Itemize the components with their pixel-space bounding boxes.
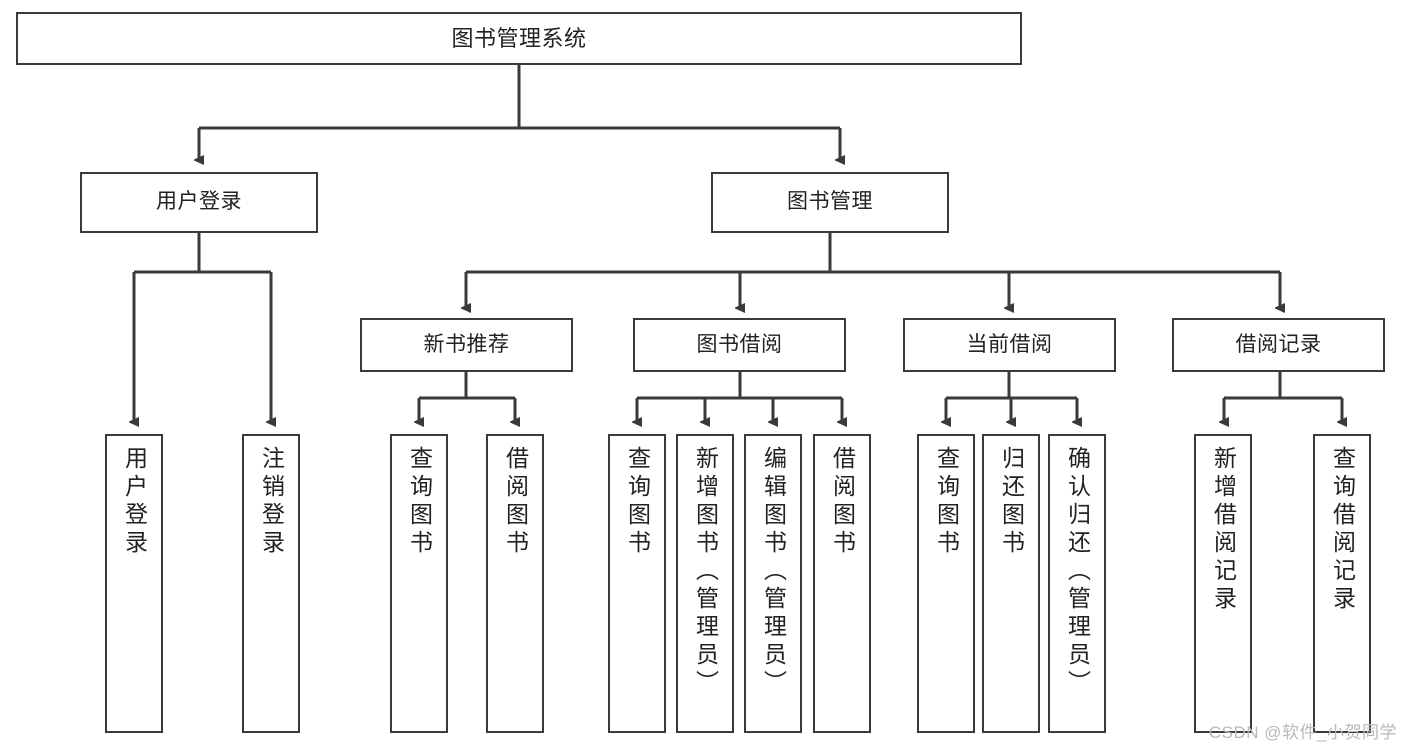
node-leaf-query-book-1[interactable]: 查询图书: [390, 434, 448, 733]
node-leaf-borrow-book-2-label: 借阅图书: [829, 446, 856, 558]
node-leaf-borrow-book-1-label: 借阅图书: [502, 446, 529, 558]
node-user-login[interactable]: 用户登录: [80, 172, 318, 233]
node-leaf-return-book-label: 归还图书: [998, 446, 1025, 558]
node-leaf-confirm-return[interactable]: 确认归还（管理员）: [1048, 434, 1106, 733]
node-leaf-return-book[interactable]: 归还图书: [982, 434, 1040, 733]
node-leaf-borrow-book-2[interactable]: 借阅图书: [813, 434, 871, 733]
node-leaf-user-login[interactable]: 用户登录: [105, 434, 163, 733]
node-book-manage-label: 图书管理: [787, 190, 873, 214]
node-book-borrow[interactable]: 图书借阅: [633, 318, 846, 372]
node-leaf-query-record[interactable]: 查询借阅记录: [1313, 434, 1371, 733]
node-leaf-add-book-label: 新增图书（管理员）: [692, 446, 719, 698]
node-leaf-add-record-label: 新增借阅记录: [1210, 446, 1237, 614]
node-leaf-query-book-2-label: 查询图书: [624, 446, 651, 558]
node-user-login-label: 用户登录: [156, 190, 242, 214]
node-borrow-record-label: 借阅记录: [1235, 332, 1322, 356]
node-borrow-record[interactable]: 借阅记录: [1172, 318, 1385, 372]
node-root[interactable]: 图书管理系统: [16, 12, 1022, 65]
node-book-borrow-label: 图书借阅: [696, 332, 783, 356]
node-leaf-query-record-label: 查询借阅记录: [1329, 446, 1356, 614]
node-leaf-query-book-3[interactable]: 查询图书: [917, 434, 975, 733]
node-leaf-user-login-label: 用户登录: [121, 446, 148, 558]
node-current-borrow[interactable]: 当前借阅: [903, 318, 1116, 372]
node-root-label: 图书管理系统: [451, 25, 587, 51]
node-new-book-recommend[interactable]: 新书推荐: [360, 318, 573, 372]
node-current-borrow-label: 当前借阅: [966, 332, 1053, 356]
node-leaf-query-book-1-label: 查询图书: [406, 446, 433, 558]
node-leaf-add-record[interactable]: 新增借阅记录: [1194, 434, 1252, 733]
node-new-book-recommend-label: 新书推荐: [423, 332, 510, 356]
node-leaf-user-logout[interactable]: 注销登录: [242, 434, 300, 733]
csdn-watermark: CSDN @软件_小贺同学: [1208, 723, 1397, 742]
node-leaf-add-book[interactable]: 新增图书（管理员）: [676, 434, 734, 733]
node-leaf-confirm-return-label: 确认归还（管理员）: [1064, 446, 1091, 698]
node-leaf-edit-book[interactable]: 编辑图书（管理员）: [744, 434, 802, 733]
node-leaf-query-book-3-label: 查询图书: [933, 446, 960, 558]
node-leaf-query-book-2[interactable]: 查询图书: [608, 434, 666, 733]
node-leaf-user-logout-label: 注销登录: [258, 446, 285, 558]
node-book-manage[interactable]: 图书管理: [711, 172, 949, 233]
node-leaf-borrow-book-1[interactable]: 借阅图书: [486, 434, 544, 733]
node-leaf-edit-book-label: 编辑图书（管理员）: [760, 446, 787, 698]
